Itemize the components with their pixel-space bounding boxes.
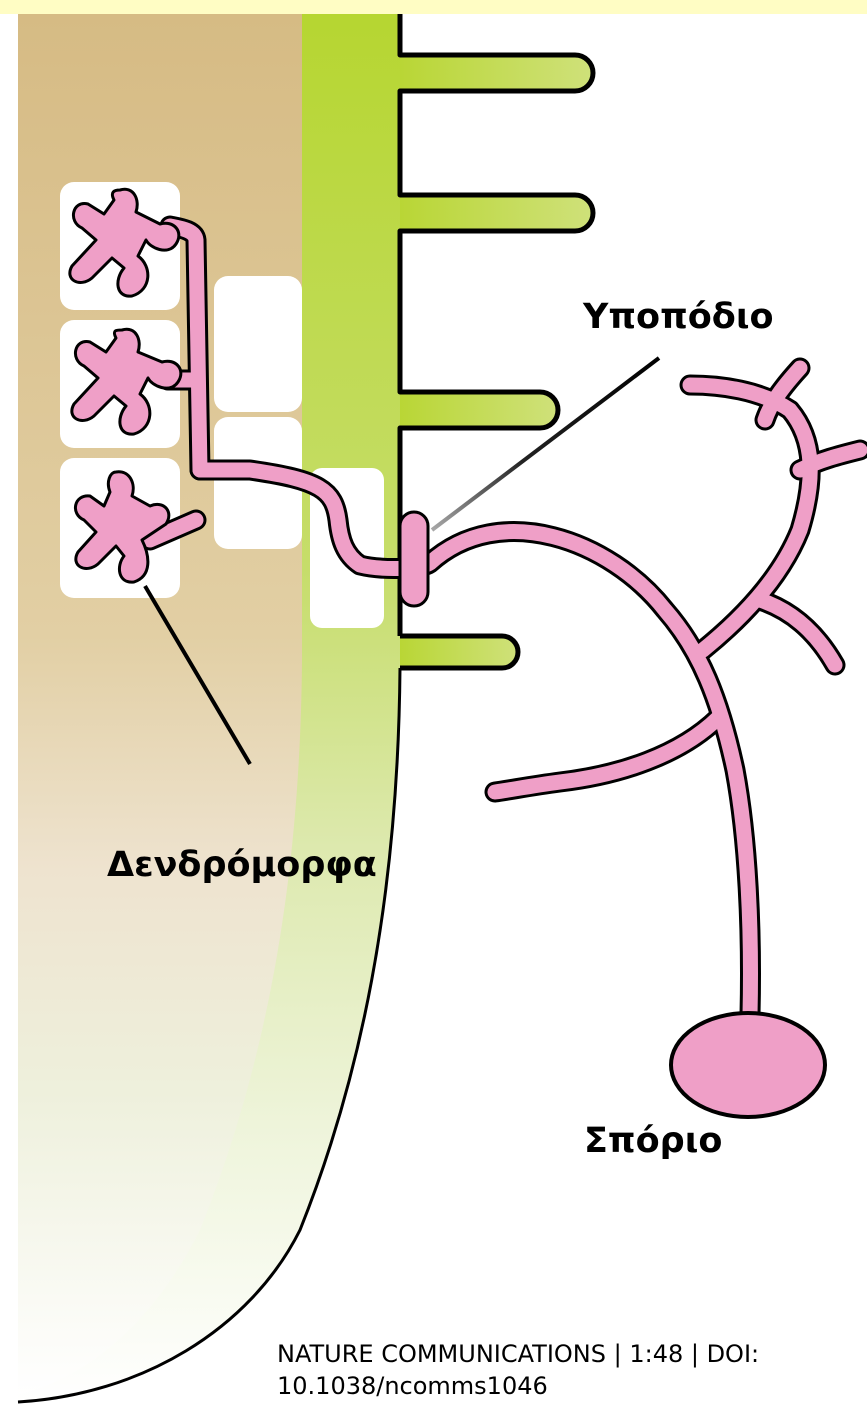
hypopodium-label: Υποπόδιο: [583, 300, 774, 335]
citation-line-1: NATURE COMMUNICATIONS | 1:48 | DOI:: [277, 1338, 862, 1370]
root-hair: [400, 636, 518, 668]
spore-label: Σπόριο: [584, 1124, 722, 1159]
citation: NATURE COMMUNICATIONS | 1:48 | DOI: 10.1…: [277, 1338, 862, 1402]
root-hair: [400, 392, 558, 428]
hypopodium-pointer: [432, 358, 659, 530]
spore-shape: [671, 1013, 825, 1117]
root-hair: [400, 195, 593, 231]
hypha: [495, 368, 860, 792]
arbuscules-label: Δενδρόμορφα: [107, 848, 377, 883]
citation-line-2: 10.1038/ncomms1046: [277, 1370, 862, 1402]
root-hair: [400, 55, 593, 91]
hypopodium-shape: [400, 512, 428, 606]
cortical-cell: [214, 276, 302, 412]
